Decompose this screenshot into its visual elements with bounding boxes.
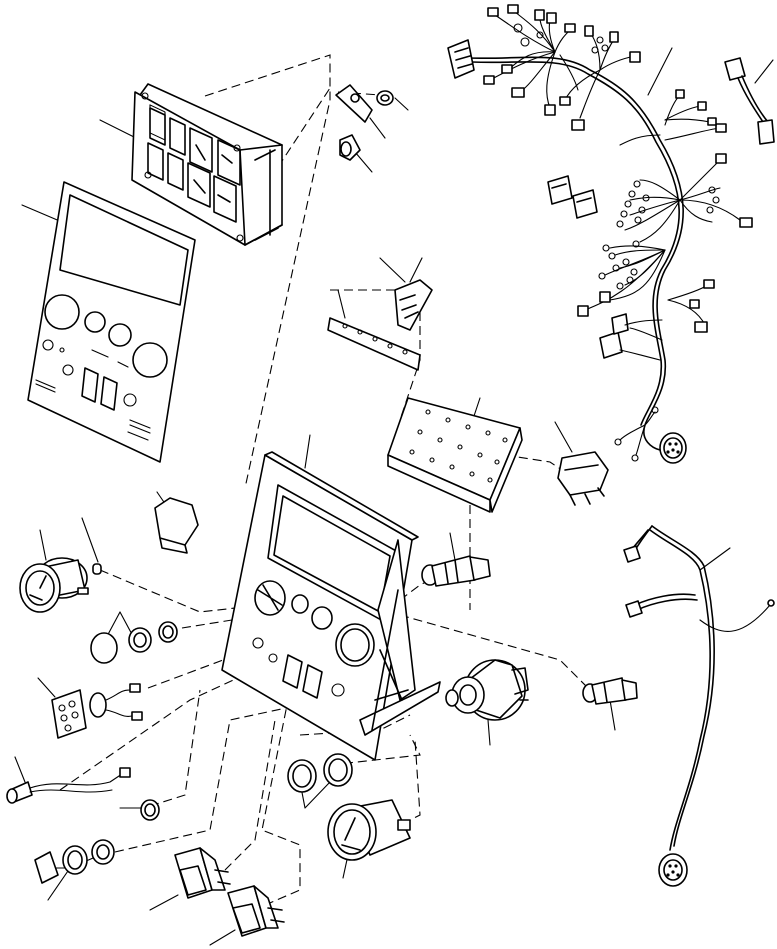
- grommet: [140, 799, 160, 821]
- pilot-lamp: [6, 767, 131, 804]
- pressure-switch: [421, 555, 491, 587]
- jumper-harness: [724, 57, 775, 145]
- instrument-decal: [27, 181, 196, 463]
- indicator-lamp: [90, 621, 178, 664]
- bulb-socket: [335, 84, 394, 161]
- lens-rings: [34, 839, 115, 884]
- grommet-ring: [287, 753, 353, 793]
- sub-wiring-harness: [623, 525, 775, 887]
- relay: [557, 451, 609, 506]
- pressure-switch-right: [582, 677, 638, 705]
- dash-panel-frame: [221, 451, 441, 761]
- lamp-lens: [51, 683, 143, 739]
- buzzer: [154, 497, 199, 554]
- hour-meter: [19, 557, 102, 613]
- ignition-switch: [445, 659, 529, 721]
- rocker-switch-upper: [174, 847, 231, 899]
- rocker-switch-lower: [227, 885, 285, 937]
- temperature-gauge: [327, 799, 411, 861]
- switch-panel: [131, 83, 283, 246]
- main-wiring-harness: [447, 4, 753, 464]
- fuse-plate: [387, 397, 523, 513]
- relay-bracket: [327, 279, 433, 371]
